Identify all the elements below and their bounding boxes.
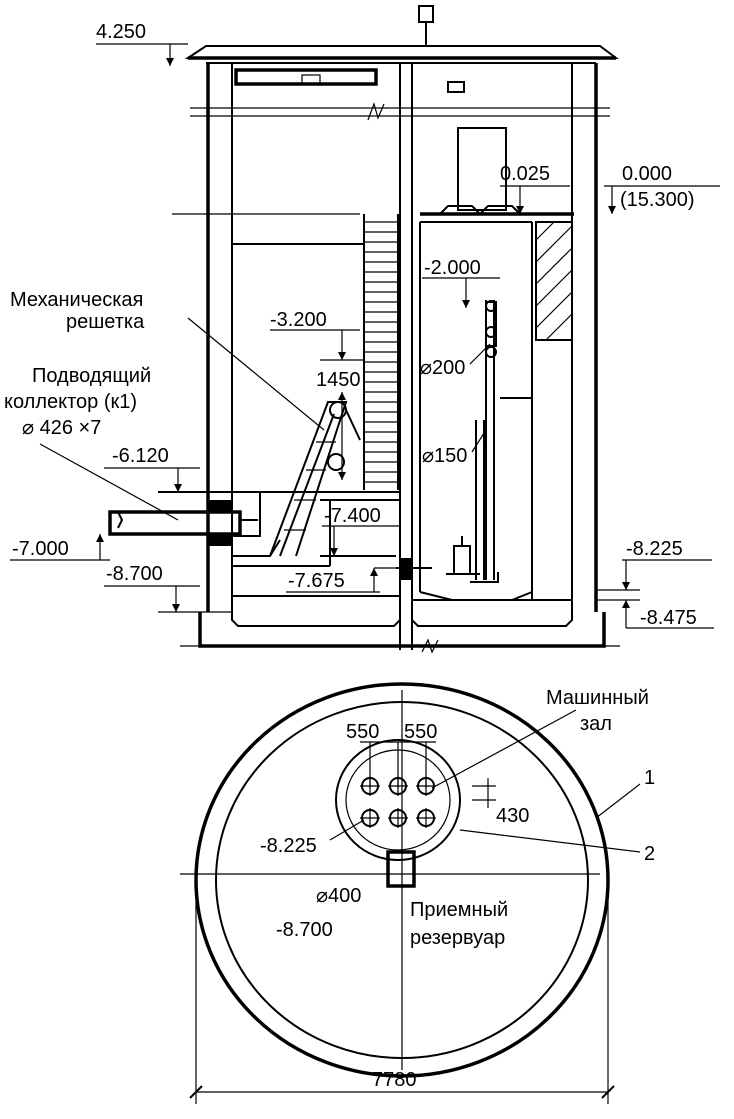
dim-430-label: 430 [496, 805, 529, 827]
crane-beam [234, 68, 378, 86]
crane-hoist [301, 74, 321, 85]
wall-opening-top [208, 500, 232, 512]
elev-m7400-label: -7.400 [324, 505, 381, 527]
plan-view: 550 550 430 ⌀400 Машинный зал -8.225 -8.… [180, 682, 655, 1104]
elev-m8225-arrow [622, 582, 630, 590]
reservoir-sump [231, 600, 401, 627]
pump-elbow [470, 572, 499, 583]
receiving-label-line1: Приемный [410, 899, 508, 921]
elev-roof-arrow [166, 58, 174, 66]
plan-level-m8225: -8.225 [260, 835, 317, 857]
elev-ground-arrow [608, 206, 616, 214]
elev-m6120-label: -6.120 [112, 445, 169, 467]
elev-m7000-arrow [96, 534, 104, 542]
motor-housing [457, 127, 507, 211]
elev-m7400-arrow [330, 548, 338, 556]
screen-rail [279, 413, 335, 557]
callout-2-label: 2 [644, 843, 655, 865]
collector-pipe-break [117, 511, 124, 529]
dim-1450-arrow-down [338, 472, 346, 480]
dim-7780-label: 7780 [372, 1069, 417, 1091]
elev-m3200-label: -3.200 [270, 309, 327, 331]
machine-hall-label-line2: зал [580, 713, 612, 735]
screen-label-line2: решетка [66, 311, 145, 333]
channel-wall [232, 492, 261, 537]
section-view: 4.250 0.000 (15.300) 0.02 [4, 5, 720, 654]
elev-m8700-arrow [172, 604, 180, 612]
dim-1450-label: 1450 [316, 369, 361, 391]
bottom-break-zigzag [421, 638, 439, 654]
pipe-d200-label: ⌀200 [420, 357, 465, 379]
dim-550-right-label: 550 [404, 721, 437, 743]
stair-steps [364, 221, 398, 483]
elev-m2000-label: -2.000 [424, 257, 481, 279]
screen-label-line1: Механическая [10, 289, 143, 311]
dim-7780-tick-left [189, 1085, 203, 1099]
plan-level-m8225-leader [329, 819, 365, 841]
soil-hatching [535, 221, 573, 341]
pipe-d150-label: ⌀150 [422, 445, 467, 467]
screen-bars [284, 441, 336, 531]
elev-m8475-arrow [622, 600, 630, 608]
machine-hall-outer [335, 739, 461, 861]
valve-mid [485, 326, 497, 338]
dim-7780-tick-right [601, 1085, 615, 1099]
elev-m8225-label: -8.225 [626, 538, 683, 560]
valve-top [485, 300, 497, 312]
screen-leader [187, 317, 325, 431]
elev-m7000-label: -7.000 [12, 538, 69, 560]
collector-leader [39, 443, 179, 521]
pipe-d200-leader [469, 343, 491, 365]
collector-label-line1: Подводящий [32, 365, 151, 387]
pipe-d400-label: ⌀400 [316, 885, 361, 907]
callout-1-leader [595, 783, 641, 819]
roof-outline [184, 45, 619, 59]
elev-m3200-arrow [338, 352, 346, 360]
valve-low [485, 346, 497, 358]
dim-550-left-label: 550 [346, 721, 379, 743]
screen-arm [345, 409, 361, 441]
callout-1-label: 1 [644, 767, 655, 789]
dim-1450-arrow-up [338, 392, 346, 400]
base-slab [198, 612, 606, 648]
machine-sump [419, 591, 533, 601]
receiving-label-line2: резервуар [410, 927, 505, 949]
elev-m8700-label: -8.700 [106, 563, 163, 585]
elev-m2000-arrow [462, 300, 470, 308]
elev-roof-label: 4.250 [96, 21, 146, 43]
callout-2-leader [459, 829, 641, 853]
machine-hall-label-line1: Машинный [546, 687, 649, 709]
pump-body [453, 545, 471, 575]
elev-ground-abs-label: (15.300) [620, 189, 695, 211]
elev-ground-label: 0.000 [622, 163, 672, 185]
elev-0025-arrow [516, 206, 524, 214]
collector-size-label: ⌀ 426 ×7 [22, 417, 101, 439]
screen-lower-sprocket [327, 453, 345, 471]
wall-opening-bottom [208, 534, 232, 546]
machine-sump-slab [411, 600, 573, 627]
channel-floor [232, 539, 281, 557]
elev-m6120-arrow [174, 484, 182, 492]
elev-m8475-label: -8.475 [640, 607, 697, 629]
pipe-d400-sleeve [386, 850, 416, 888]
elev-m7675-label: -7.675 [288, 570, 345, 592]
break-zigzag [367, 102, 385, 121]
light-fixture [447, 81, 465, 93]
elev-m7675-arrow [370, 568, 378, 576]
roof-vent [418, 5, 434, 23]
elev-0025-label: 0.025 [500, 163, 550, 185]
machine-hall-leader [431, 709, 577, 789]
collector-pipe [108, 510, 242, 536]
pipe-d150-leader [471, 429, 487, 453]
plan-level-m8700: -8.700 [276, 919, 333, 941]
collector-label-line2: коллектор (к1) [4, 391, 137, 413]
